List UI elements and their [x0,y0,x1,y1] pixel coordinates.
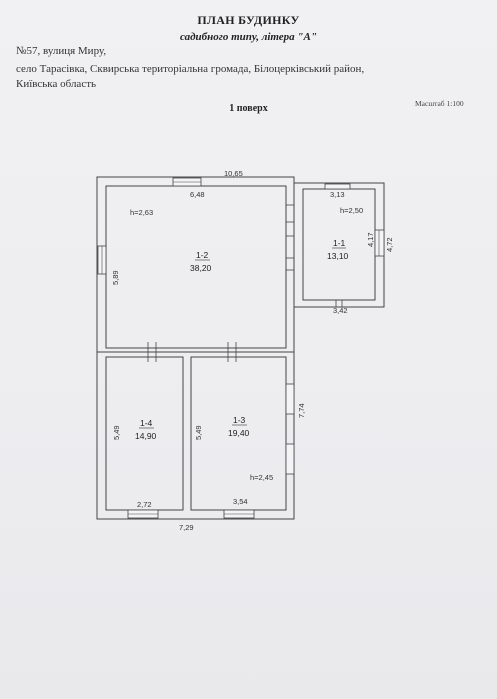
dim-right-inner: 4,17 [366,232,375,247]
outer-wall [96,176,385,520]
height-main: h=2,63 [130,208,153,217]
dim-left-height: 5,89 [111,270,120,285]
dim-bottom-room-1-1: 3,42 [333,306,348,315]
dim-room-1-3-width: 3,54 [233,497,248,506]
document-subtitle: садибного типу, літера "А" [179,31,317,43]
height-room-1-3: h=2,45 [250,473,273,482]
dim-room-1-4-height: 5,49 [112,425,121,440]
dim-bottom-total: 7,29 [179,523,194,532]
address-line-1: №57, вулиця Миру, [16,45,107,57]
room-1-4-id: 1-4 [140,418,153,428]
room-1-3-id: 1-3 [233,415,246,425]
height-room-1-1: h=2,50 [340,206,363,215]
room-1-1-id: 1-1 [333,238,346,248]
window-right-room-1-3-b [285,443,295,475]
room-1-3-area: 19,40 [228,428,250,438]
room-1-1-walls [302,188,376,301]
room-1-3-walls [190,356,287,511]
dim-top-main-window: 6,48 [190,190,205,199]
room-1-1-area: 13,10 [327,251,349,261]
scale-label: Масштаб 1:100 [415,99,464,108]
dim-right-outer: 4,72 [385,237,394,252]
room-1-2-id: 1-2 [196,250,209,260]
document-title: ПЛАН БУДИНКУ [197,13,300,27]
address-line-3: Київська область [16,78,97,90]
dim-room-1-4-width: 2,72 [137,500,152,509]
room-1-4-walls [105,356,184,511]
dim-top-total: 10,65 [224,169,243,178]
window-top-room-1-1 [324,183,351,190]
dim-room-1-3-height: 5,49 [194,425,203,440]
dim-top-room-1-1: 3,13 [330,190,345,199]
address-line-2: село Тарасівка, Сквирська територіальна … [16,63,365,75]
dim-right-middle: 7,74 [297,403,306,418]
partition-hatches [147,204,294,362]
room-1-2-area: 38,20 [190,263,212,273]
room-1-4-area: 14,90 [135,431,157,441]
window-right-room-1-3-a [285,383,295,415]
window-right-room-1-1 [374,229,385,257]
floor-label: 1 поверх [229,103,268,114]
